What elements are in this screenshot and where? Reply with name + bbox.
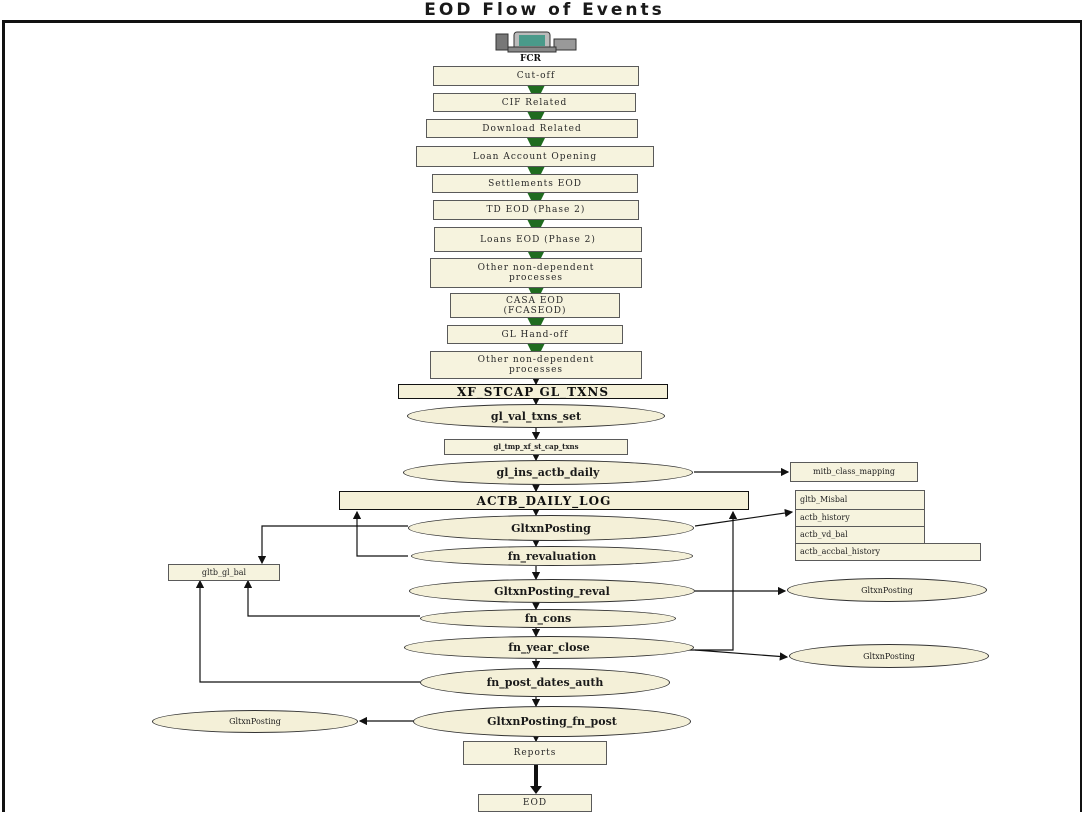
diagram-title: EOD Flow of Events [424, 0, 665, 20]
node-actb-vd-bal[interactable]: actb_vd_bal [795, 526, 925, 544]
node-download-related[interactable]: Download Related [426, 119, 638, 138]
node-gl-ins-actb-daily[interactable]: gl_ins_actb_daily [403, 460, 693, 485]
node-fn-cons[interactable]: fn_cons [420, 609, 676, 628]
computer-terminal-icon [484, 31, 586, 54]
node-gltxnposting-reval[interactable]: GltxnPosting_reval [409, 579, 695, 603]
node-fn-year-close[interactable]: fn_year_close [404, 636, 694, 659]
node-cif-related[interactable]: CIF Related [433, 93, 636, 112]
node-mitb-class-mapping[interactable]: mitb_class_mapping [790, 462, 918, 482]
node-actb-history[interactable]: actb_history [795, 509, 925, 527]
node-reports[interactable]: Reports [463, 741, 607, 765]
node-gl-val-txns-set[interactable]: gl_val_txns_set [407, 404, 665, 428]
node-casa-eod[interactable]: CASA EOD (FCASEOD) [450, 293, 620, 318]
node-cutoff[interactable]: Cut-off [433, 66, 639, 86]
node-gl-tmp-xf-st-cap-txns[interactable]: gl_tmp_xf_st_cap_txns [444, 439, 628, 455]
node-xf-stcap-gl-txns[interactable]: XF_STCAP GL_TXNS [398, 384, 668, 399]
node-fn-post-dates-auth[interactable]: fn_post_dates_auth [420, 668, 670, 697]
node-loan-account-opening[interactable]: Loan Account Opening [416, 146, 654, 167]
node-gl-handoff[interactable]: GL Hand-off [447, 325, 623, 344]
node-td-eod[interactable]: TD EOD (Phase 2) [433, 200, 639, 220]
node-actb-daily-log[interactable]: ACTB_DAILY_LOG [339, 491, 749, 510]
node-fn-revaluation[interactable]: fn_revaluation [411, 546, 693, 566]
actb-tables-group: gltb_Misbal actb_history actb_vd_bal act… [795, 490, 982, 561]
node-gltxnposting[interactable]: GltxnPosting [408, 515, 694, 541]
node-eod[interactable]: EOD [478, 794, 592, 812]
node-settlements-eod[interactable]: Settlements EOD [432, 174, 638, 193]
diagram-frame [2, 20, 1082, 812]
node-gltxnposting-side-3[interactable]: GltxnPosting [152, 710, 358, 733]
node-actb-accbal-history[interactable]: actb_accbal_history [795, 543, 981, 561]
node-loans-eod[interactable]: Loans EOD (Phase 2) [434, 227, 642, 252]
node-other-processes-1[interactable]: Other non-dependent processes [430, 258, 642, 288]
fcr-label: FCR [520, 54, 542, 64]
node-gltb-gl-bal[interactable]: gltb_gl_bal [168, 564, 280, 581]
node-gltxnposting-side-2[interactable]: GltxnPosting [789, 644, 989, 668]
node-gltb-misbal[interactable]: gltb_Misbal [795, 490, 925, 510]
node-gltxnposting-side-1[interactable]: GltxnPosting [787, 578, 987, 602]
node-gltxnposting-fn-post[interactable]: GltxnPosting_fn_post [413, 706, 691, 737]
node-other-processes-2[interactable]: Other non-dependent processes [430, 351, 642, 379]
